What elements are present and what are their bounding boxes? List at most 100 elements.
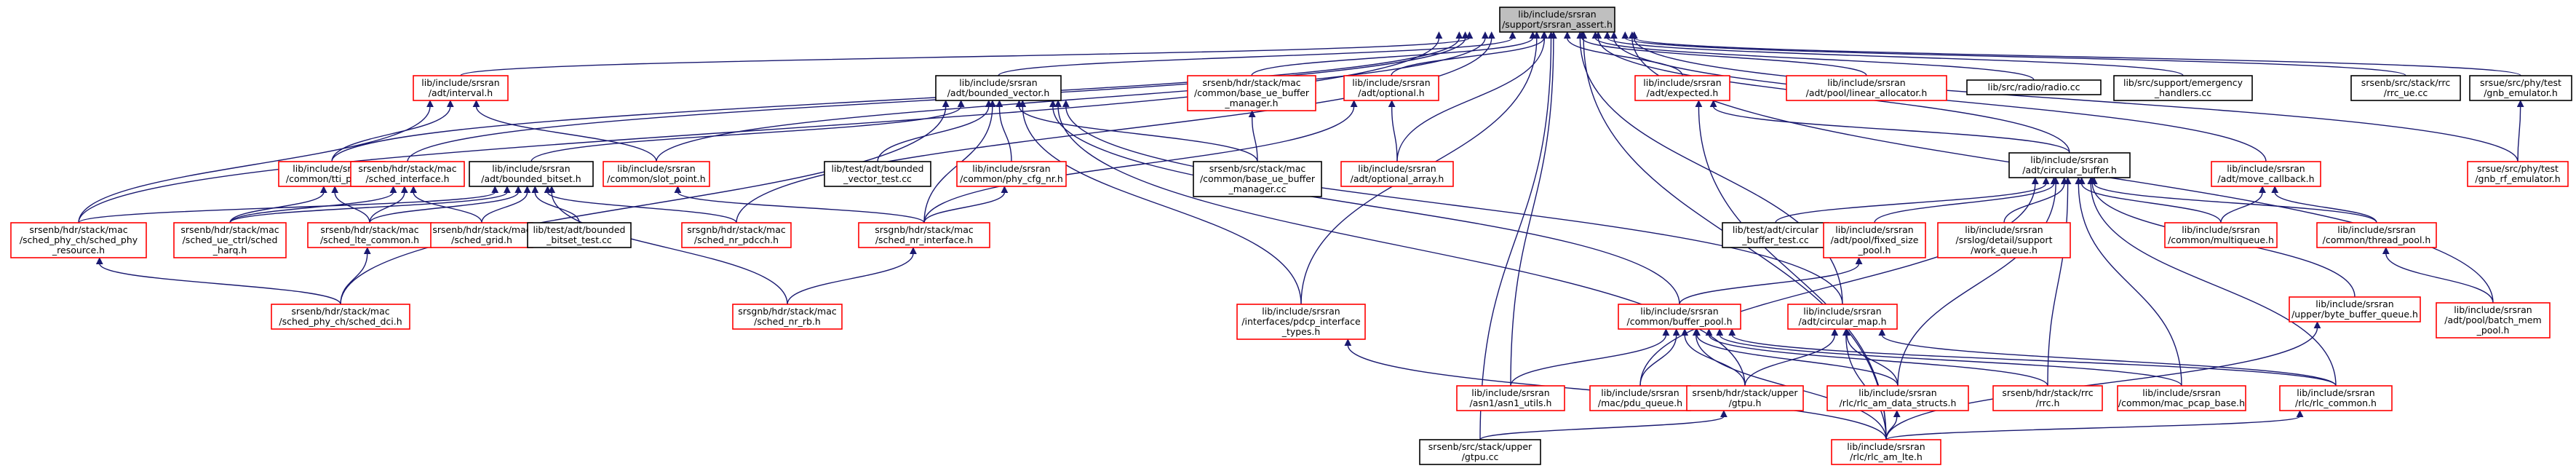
node-label-line: lib/include/srsran [492,163,570,174]
file-node-gtpu-h[interactable]: srsenb/hdr/stack/upper/gtpu.h [1686,385,1804,411]
node-box [2008,152,2131,178]
file-node-rlc-am-data-structs[interactable]: lib/include/srsran/rlc/rlc_am_data_struc… [1826,385,1969,411]
node-label-line: srsenb/hdr/stack/mac [29,224,127,235]
file-node-asn1-utils[interactable]: lib/include/srsran/asn1/asn1_utils.h [1456,385,1565,411]
node-box [1786,75,1947,101]
file-node-bounded-vector[interactable]: lib/include/srsran/adt/bounded_vector.h [935,75,1062,101]
dependency-edge [1621,31,2406,76]
file-node-work-queue[interactable]: lib/include/srsran/srslog/detail/support… [1937,222,2071,258]
file-node-sched-nr-interface[interactable]: srsgnb/hdr/stack/mac/sched_nr_interface.… [858,222,990,248]
file-node-rlc-common[interactable]: lib/include/srsran/rlc/rlc_common.h [2279,385,2393,411]
file-node-buffer-pool[interactable]: lib/include/srsran/common/buffer_pool.h [1618,304,1741,330]
file-node-root[interactable]: lib/include/srsran/support/srsran_assert… [1499,7,1615,33]
dependency-edge [340,100,950,305]
file-node-sched-lte-common[interactable]: srsenb/hdr/stack/mac/sched_lte_common.h [307,222,432,248]
file-node-phy-cfg-nr[interactable]: lib/include/srsran/common/phy_cfg_nr.h [956,161,1067,187]
file-node-slot-point[interactable]: lib/include/srsran/common/slot_point.h [603,161,710,187]
file-node-gnb-emulator[interactable]: srsue/src/phy/test/gnb_emulator.h [2469,75,2572,101]
node-label-line: /gtpu.h [1729,397,1762,408]
dependency-edge [1062,100,1843,305]
file-node-batch-mem-pool[interactable]: lib/include/srsran/adt/pool/batch_mem_po… [2436,302,2551,339]
file-node-bounded-vector-test[interactable]: lib/test/adt/bounded_vector_test.cc [824,161,931,187]
node-box [1966,79,2102,95]
node-box [1831,439,1941,465]
file-node-gtpu-cc[interactable]: srsenb/src/stack/upper/gtpu.cc [1419,439,1541,465]
node-label-line: /upper/byte_buffer_queue.h [2291,309,2418,320]
file-node-mac-pcap-base[interactable]: lib/include/srsran/common/mac_pcap_base.… [2117,385,2246,411]
file-node-byte-buffer-queue[interactable]: lib/include/srsran/upper/byte_buffer_que… [2289,296,2421,322]
file-node-interval[interactable]: lib/include/srsran/adt/interval.h [413,75,509,101]
file-node-pdcp-interface-types[interactable]: lib/include/srsran/interfaces/pdcp_inter… [1236,304,1366,340]
node-label-line: /adt/circular_buffer.h [2022,165,2117,175]
node-box [430,222,533,248]
file-node-sched-ue-harq[interactable]: srsenb/hdr/stack/mac/sched_ue_ctrl/sched… [173,222,287,258]
file-node-sched-dci[interactable]: srsenb/hdr/stack/mac/sched_phy_ch/sched_… [271,304,410,330]
dependency-edge [1775,177,2050,223]
file-node-fixed-size-pool[interactable]: lib/include/srsran/adt/pool/fixed_size_p… [1823,222,1926,258]
node-label-line: lib/src/support/emergency [2123,77,2243,88]
node-label-line: /common/buffer_pool.h [1626,316,1732,327]
file-node-sched-nr-rb[interactable]: srsgnb/hdr/stack/mac/sched_nr_rb.h [732,304,843,330]
node-box [681,222,792,248]
file-node-sched-phy-resource[interactable]: srsenb/hdr/stack/mac/sched_phy_ch/sched_… [10,222,147,258]
dependency-edge [1603,31,2184,76]
node-label-line: /sched_grid.h [451,234,512,245]
file-node-pdu-queue[interactable]: lib/include/srsran/mac/pdu_queue.h [1589,385,1691,411]
dependency-edge [369,186,522,223]
node-label-line: /adt/pool/batch_mem [2444,314,2541,325]
file-node-expected[interactable]: lib/include/srsran/adt/expected.h [1634,75,1730,101]
file-node-sched-interface[interactable]: srsenb/hdr/stack/mac/sched_interface.h [350,161,465,187]
dependency-edge [1049,100,1680,305]
file-node-circular-buffer-test[interactable]: lib/test/adt/circular_buffer_test.cc [1722,222,1829,248]
file-node-optional[interactable]: lib/include/srsran/adt/optional.h [1343,75,1439,101]
node-label-line: /sched_nr_rb.h [754,316,821,327]
file-node-base-ue-buffer-mgr-h[interactable]: srsenb/hdr/stack/mac/common/base_ue_buff… [1187,75,1316,111]
node-box [2289,296,2421,322]
file-node-base-ue-buffer-mgr-cc[interactable]: srsenb/src/stack/mac/common/base_ue_buff… [1193,161,1322,197]
node-box [1634,75,1730,101]
node-label-line: /sched_lte_common.h [320,234,419,245]
file-node-radio-cc[interactable]: lib/src/radio/radio.cc [1966,79,2102,95]
node-label-line: lib/include/srsran [1471,387,1549,398]
node-box [1686,385,1804,411]
dependency-edge [1248,110,1258,162]
node-box [2113,75,2253,101]
file-node-optional-array[interactable]: lib/include/srsran/adt/optional_array.h [1340,161,1454,187]
file-node-rrc-h[interactable]: srsenb/hdr/stack/rrc/rrc.h [1992,385,2103,411]
node-label-line: lib/include/srsran [1803,306,1881,317]
node-label-line: srsue/src/phy/test [2477,163,2559,174]
dependency-edge [736,31,1495,223]
file-node-circular-buffer[interactable]: lib/include/srsran/adt/circular_buffer.h [2008,152,2131,178]
dependency-edge [1885,410,2304,440]
file-node-emergency-cc[interactable]: lib/src/support/emergency_handlers.cc [2113,75,2253,101]
file-node-linear-alloc[interactable]: lib/include/srsran/adt/pool/linear_alloc… [1786,75,1947,101]
file-node-bounded-bitset-test[interactable]: lib/test/adt/bounded_bitset_test.cc [527,222,632,248]
node-label-line: srsgnb/hdr/stack/mac [738,306,837,317]
file-node-bounded-bitset[interactable]: lib/include/srsran/adt/bounded_bitset.h [469,161,594,187]
node-box [2436,302,2551,339]
node-label-line: srsenb/hdr/stack/mac [180,224,279,235]
file-node-circular-map[interactable]: lib/include/srsran/adt/circular_map.h [1787,304,1898,330]
file-node-rrc-ue-cc[interactable]: srsenb/src/stack/rrc/rrc_ue.cc [2350,75,2461,101]
node-box [1193,161,1322,197]
file-node-sched-grid[interactable]: srsenb/hdr/stack/mac/sched_grid.h [430,222,533,248]
node-label-line: /common/base_ue_buffer [1200,173,1316,184]
node-box [935,75,1062,101]
node-label-line: /sched_nr_pdcch.h [694,234,779,245]
dependency-edge [530,100,965,162]
dependency-edge [923,186,1009,223]
file-node-gnb-rf-emulator[interactable]: srsue/src/phy/test/gnb_rf_emulator.h [2467,161,2569,187]
node-box [2469,75,2572,101]
node-label-line: _manager.cc [1228,183,1286,194]
node-box [603,161,710,187]
file-node-rlc-am-lte[interactable]: lib/include/srsran/rlc/rlc_am_lte.h [1831,439,1941,465]
file-node-sched-nr-pdcch[interactable]: srsgnb/hdr/stack/mac/sched_nr_pdcch.h [681,222,792,248]
file-node-move-callback[interactable]: lib/include/srsran/adt/move_callback.h [2211,161,2321,187]
node-label-line: /adt/bounded_bitset.h [481,173,581,184]
file-node-thread-pool[interactable]: lib/include/srsran/common/thread_pool.h [2316,222,2437,248]
file-node-multiqueue[interactable]: lib/include/srsran/common/multiqueue.h [2164,222,2278,248]
node-label-line: srsenb/hdr/stack/mac [1202,77,1300,88]
node-label-line: /common/thread_pool.h [2323,234,2431,245]
node-label-line: /work_queue.h [1971,245,2038,256]
